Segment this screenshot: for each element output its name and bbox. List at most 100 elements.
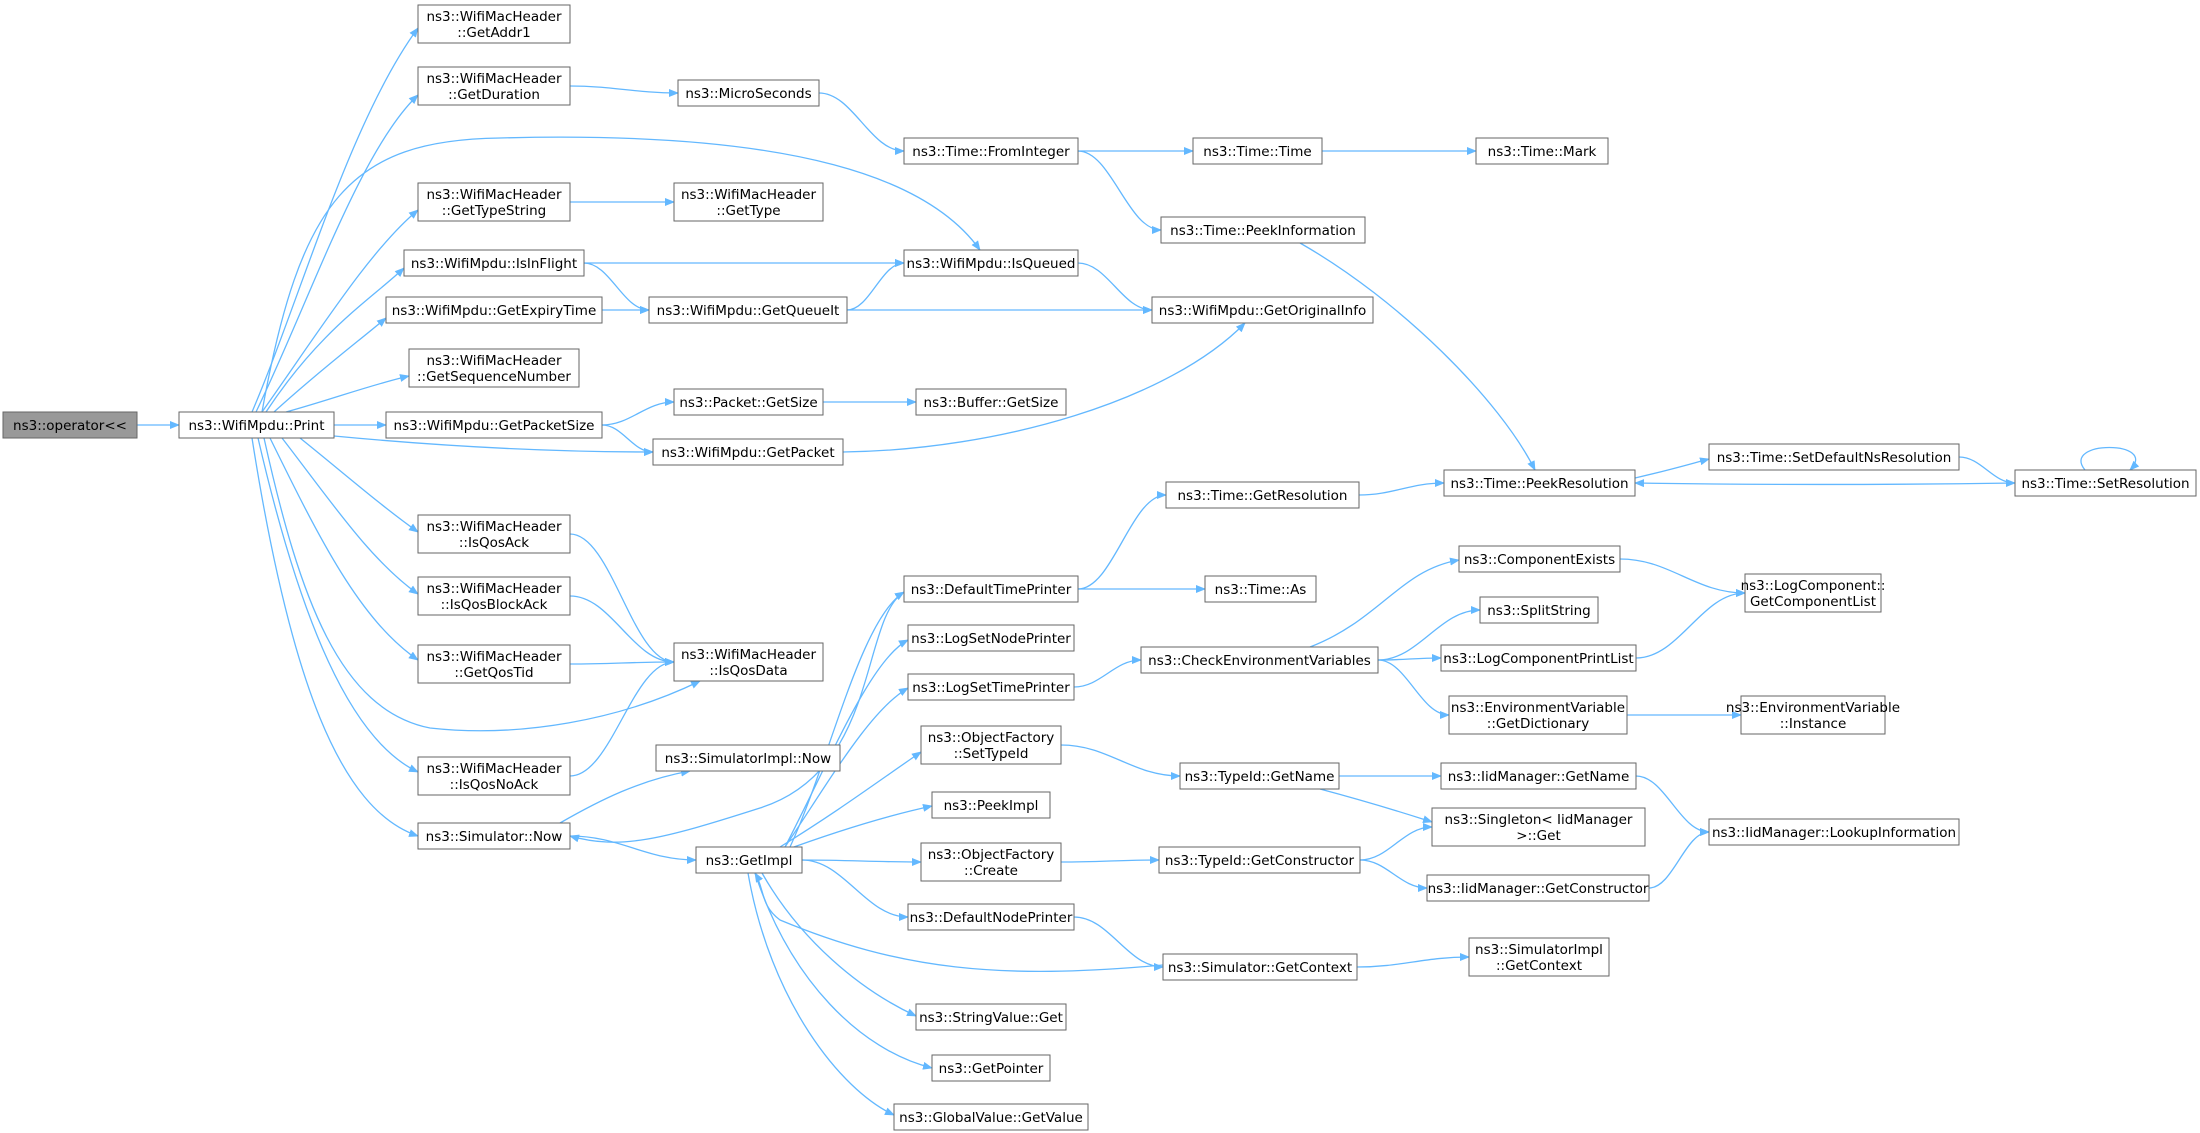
- edge-n26-n37: [569, 533, 675, 666]
- node-n53[interactable]: ns3::IidManager::GetConstructor: [1426, 874, 1650, 902]
- edge-n18-n19: [601, 398, 675, 426]
- edge-n02-n37: [263, 437, 701, 732]
- node-n57[interactable]: ns3::StringValue::Get: [915, 1003, 1067, 1031]
- node-n26[interactable]: ns3::WifiMacHeader::IsQosAck: [417, 514, 571, 554]
- node-box: [903, 137, 1079, 165]
- node-n21[interactable]: ns3::WifiMpdu::GetPacket: [652, 438, 844, 466]
- node-label: >::Get: [1516, 828, 1560, 844]
- node-n29[interactable]: ns3::ComponentExists: [1458, 545, 1621, 573]
- node-n20[interactable]: ns3::Buffer::GetSize: [915, 388, 1067, 416]
- node-n55[interactable]: ns3::Simulator::GetContext: [1162, 953, 1358, 981]
- node-n18[interactable]: ns3::WifiMpdu::GetPacketSize: [385, 411, 603, 439]
- node-n48[interactable]: ns3::IidManager::LookupInformation: [1708, 818, 1960, 846]
- node-n10[interactable]: ns3::WifiMacHeader::GetType: [673, 182, 824, 222]
- node-n25[interactable]: ns3::Time::GetResolution: [1165, 481, 1360, 509]
- node-n36[interactable]: ns3::WifiMacHeader::GetQosTid: [417, 644, 571, 684]
- node-label: ns3::EnvironmentVariable: [1726, 700, 1900, 716]
- edge-layer: [136, 27, 2140, 1116]
- node-n32[interactable]: ns3::SplitString: [1479, 596, 1599, 624]
- node-n41[interactable]: ns3::ObjectFactory::SetTypeId: [920, 725, 1062, 765]
- node-n59[interactable]: ns3::GlobalValue::GetValue: [893, 1103, 1089, 1131]
- edge-n54-n55: [1073, 916, 1164, 971]
- node-n02[interactable]: ns3::WifiMpdu::Print: [178, 411, 335, 439]
- node-n56[interactable]: ns3::SimulatorImpl::GetContext: [1468, 937, 1610, 977]
- node-n05[interactable]: ns3::MicroSeconds: [677, 79, 820, 107]
- node-n19[interactable]: ns3::Packet::GetSize: [673, 388, 824, 416]
- edge-n02-n12: [265, 267, 405, 413]
- node-n43[interactable]: ns3::TypeId::GetName: [1179, 762, 1340, 790]
- node-box: [673, 388, 824, 416]
- node-n15[interactable]: ns3::WifiMpdu::GetQueueIt: [648, 296, 848, 324]
- node-n44[interactable]: ns3::IidManager::GetName: [1440, 762, 1637, 790]
- node-n54[interactable]: ns3::DefaultNodePrinter: [907, 903, 1075, 931]
- node-n35[interactable]: ns3::LogComponentPrintList: [1440, 644, 1637, 672]
- node-n23[interactable]: ns3::Time::PeekResolution: [1443, 469, 1636, 497]
- node-label: ns3::IidManager::GetConstructor: [1428, 881, 1649, 897]
- node-n31[interactable]: ns3::WifiMacHeader::IsQosBlockAck: [417, 576, 571, 616]
- node-n28[interactable]: ns3::Time::As: [1204, 575, 1317, 603]
- node-n01[interactable]: ns3::operator<<: [2, 411, 138, 439]
- node-label: ns3::SimulatorImpl::Now: [665, 751, 831, 767]
- edge-n02-n09: [261, 209, 419, 413]
- node-label: ::GetQosTid: [454, 665, 533, 681]
- node-n08[interactable]: ns3::Time::Mark: [1475, 137, 1609, 165]
- edge-n24-n24: [2080, 446, 2140, 471]
- node-label: ns3::WifiMpdu::GetPacket: [661, 445, 834, 461]
- node-n12[interactable]: ns3::WifiMpdu::IsInFlight: [403, 249, 585, 277]
- node-n45[interactable]: ns3::SimulatorImpl::Now: [655, 744, 841, 772]
- node-n27[interactable]: ns3::DefaultTimePrinter: [903, 575, 1079, 603]
- node-n34[interactable]: ns3::CheckEnvironmentVariables: [1140, 646, 1379, 674]
- node-label: ::GetContext: [1496, 958, 1582, 974]
- node-n52[interactable]: ns3::TypeId::GetConstructor: [1158, 846, 1361, 874]
- node-n42[interactable]: ns3::WifiMacHeader::IsQosNoAck: [417, 756, 571, 796]
- node-n30[interactable]: ns3::LogComponent::GetComponentList: [1741, 573, 1886, 613]
- node-box: [417, 514, 571, 554]
- node-label: ns3::PeekImpl: [944, 798, 1039, 814]
- edge-n51-n52: [1060, 856, 1160, 865]
- edge-n50-n38: [784, 687, 909, 848]
- node-n07[interactable]: ns3::Time::Time: [1192, 137, 1323, 165]
- node-label: ns3::WifiMacHeader: [426, 71, 562, 87]
- edge-n23-n22: [1634, 457, 1710, 479]
- node-n49[interactable]: ns3::Simulator::Now: [417, 822, 571, 850]
- node-n47[interactable]: ns3::Singleton< IidManager >::Get: [1431, 807, 1646, 847]
- node-label: ::GetType: [716, 203, 780, 219]
- node-n11[interactable]: ns3::Time::PeekInformation: [1160, 216, 1366, 244]
- edge-n50-n51: [801, 857, 922, 866]
- node-n17[interactable]: ns3::WifiMacHeader::GetSequenceNumber: [408, 348, 580, 388]
- node-n37[interactable]: ns3::WifiMacHeader::IsQosData: [673, 642, 824, 682]
- node-n24[interactable]: ns3::Time::SetResolution: [2014, 469, 2197, 497]
- node-box: [907, 624, 1075, 652]
- node-label: ns3::Time::SetDefaultNsResolution: [1717, 450, 1952, 466]
- node-n16[interactable]: ns3::WifiMpdu::GetOriginalInfo: [1151, 296, 1374, 324]
- node-n22[interactable]: ns3::Time::SetDefaultNsResolution: [1708, 443, 1960, 471]
- edge-n42-n37: [569, 658, 675, 777]
- node-label: ns3::WifiMpdu::GetOriginalInfo: [1159, 303, 1366, 319]
- node-n38[interactable]: ns3::LogSetTimePrinter: [907, 673, 1075, 701]
- node-n33[interactable]: ns3::LogSetNodePrinter: [907, 624, 1075, 652]
- node-box: [385, 411, 603, 439]
- node-n13[interactable]: ns3::WifiMpdu::IsQueued: [903, 249, 1079, 277]
- node-n46[interactable]: ns3::PeekImpl: [931, 791, 1051, 819]
- node-n58[interactable]: ns3::GetPointer: [931, 1054, 1051, 1082]
- node-n40[interactable]: ns3::EnvironmentVariable::Instance: [1726, 695, 1900, 735]
- node-label: ns3::WifiMacHeader: [426, 187, 562, 203]
- node-n03[interactable]: ns3::WifiMacHeader::GetAddr1: [417, 4, 571, 44]
- node-box: [1440, 762, 1637, 790]
- node-box: [1458, 545, 1621, 573]
- node-n14[interactable]: ns3::WifiMpdu::GetExpiryTime: [385, 296, 603, 324]
- node-n50[interactable]: ns3::GetImpl: [695, 846, 803, 874]
- node-n09[interactable]: ns3::WifiMacHeader::GetTypeString: [417, 182, 571, 222]
- node-n39[interactable]: ns3::EnvironmentVariable::GetDictionary: [1448, 695, 1628, 735]
- node-n06[interactable]: ns3::Time::FromInteger: [903, 137, 1079, 165]
- edge-n50-n57: [761, 872, 917, 1017]
- node-label: ns3::GetImpl: [706, 853, 793, 869]
- node-box: [903, 575, 1079, 603]
- node-n04[interactable]: ns3::WifiMacHeader::GetDuration: [417, 66, 571, 106]
- node-box: [907, 903, 1075, 931]
- node-n51[interactable]: ns3::ObjectFactory::Create: [920, 842, 1062, 882]
- node-box: [417, 182, 571, 222]
- node-box: [931, 791, 1051, 819]
- node-box: [1204, 575, 1317, 603]
- edge-n02-n42: [257, 437, 419, 773]
